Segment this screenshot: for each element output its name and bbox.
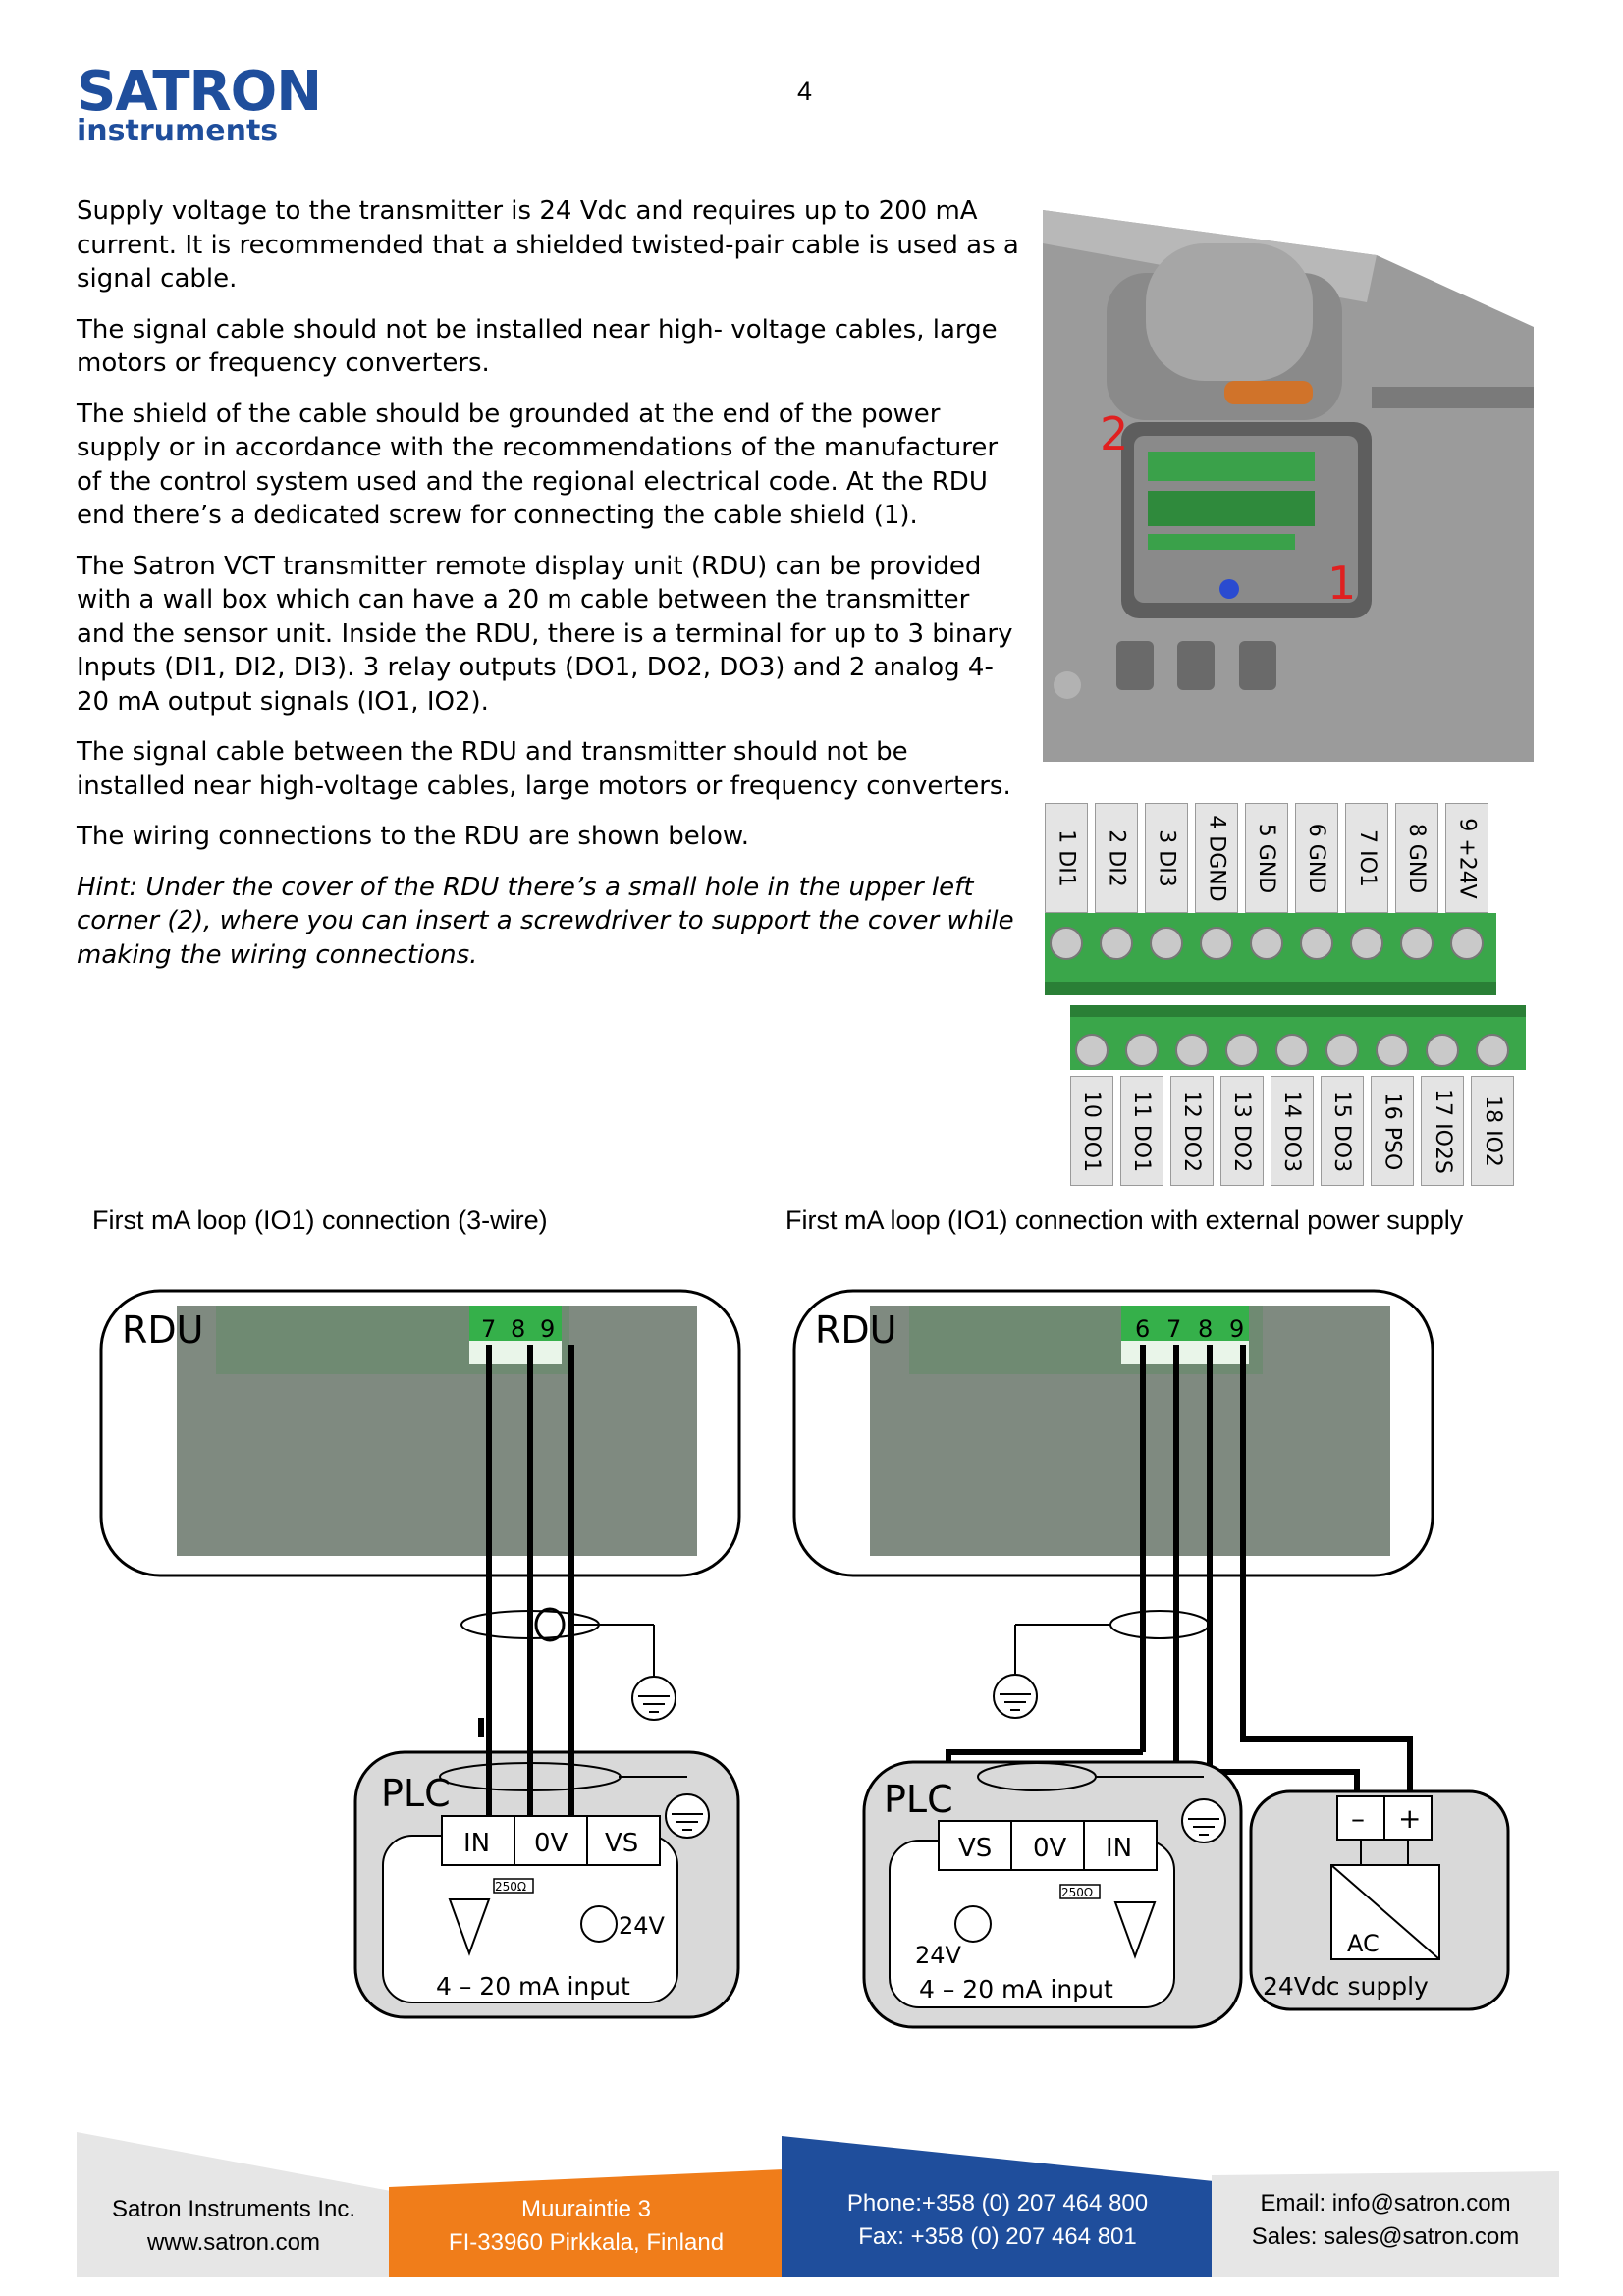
ground-icon xyxy=(993,1674,1038,1719)
terminal-strip-figure: 1 DI1 2 DI2 3 DI3 4 DGND 5 GND 6 GND 7 I… xyxy=(1045,803,1526,1186)
terminal-number: 8 xyxy=(1198,1315,1213,1343)
terminal-blocks xyxy=(1045,913,1526,1070)
terminal-label: 12 DO2 xyxy=(1170,1076,1214,1186)
paragraph: Supply voltage to the transmitter is 24 … xyxy=(77,196,1019,294)
plc-terminal: VS xyxy=(605,1829,638,1858)
resistor-label: 250Ω xyxy=(1061,1886,1093,1899)
terminal-number: 9 xyxy=(1229,1315,1244,1343)
terminal-label: 11 DO1 xyxy=(1120,1076,1163,1186)
plc-label: PLC xyxy=(884,1778,953,1821)
page-number: 4 xyxy=(797,77,813,106)
rdu-label: RDU xyxy=(122,1308,203,1352)
supply-plus: + xyxy=(1398,1802,1421,1835)
ground-icon xyxy=(534,1607,566,1642)
company-logo: SATRON xyxy=(77,60,322,124)
terminal-label: 1 DI1 xyxy=(1045,803,1088,913)
phone-number: Phone:+358 (0) 207 464 800 xyxy=(846,2190,1149,2216)
plc-terminal: VS xyxy=(958,1834,992,1863)
plc-terminal: 0V xyxy=(534,1829,568,1858)
terminal-label: 2 DI2 xyxy=(1095,803,1138,913)
terminal-label: 18 IO2 xyxy=(1471,1076,1514,1186)
terminal-label: 7 IO1 xyxy=(1345,803,1388,913)
terminal-label: 10 DO1 xyxy=(1070,1076,1113,1186)
source-voltage: 24V xyxy=(915,1942,962,1969)
footer: Satron Instruments Inc. www.satron.com M… xyxy=(77,2132,1559,2277)
hint-paragraph: Hint: Under the cover of the RDU there’s… xyxy=(77,872,1014,970)
right-wiring-diagram: 6 7 8 9 RDU PLC VS 0V IN 250Ω 24V 4 – 20… xyxy=(792,1289,1510,2029)
terminal-number: 7 xyxy=(1166,1315,1181,1343)
paragraph: The shield of the cable should be ground… xyxy=(77,399,999,531)
paragraph: The signal cable between the RDU and tra… xyxy=(77,737,1011,801)
company-logo-subtitle: instruments xyxy=(77,114,279,148)
right-diagram-caption: First mA loop (IO1) connection with exte… xyxy=(785,1205,1464,1235)
source-voltage: 24V xyxy=(619,1912,666,1940)
terminal-number: 6 xyxy=(1135,1315,1150,1343)
marker-1: 1 xyxy=(1327,557,1356,610)
terminal-label: 8 GND xyxy=(1395,803,1438,913)
fax-number: Fax: +358 (0) 207 464 801 xyxy=(858,2223,1137,2250)
resistor-label: 250Ω xyxy=(495,1880,526,1894)
terminal-label: 17 IO2S xyxy=(1421,1076,1464,1186)
street-address: Muuraintie 3 xyxy=(520,2196,652,2222)
city-address: FI-33960 Pirkkala, Finland xyxy=(448,2229,725,2256)
input-label: 4 – 20 mA input xyxy=(919,1975,1113,2003)
plc-terminal: IN xyxy=(1106,1834,1132,1863)
rdu-label: RDU xyxy=(815,1308,896,1352)
terminal-label: 9 +24V xyxy=(1445,803,1488,913)
terminal-number: 8 xyxy=(511,1315,525,1343)
terminal-label: 6 GND xyxy=(1295,803,1338,913)
supply-ac: AC xyxy=(1347,1930,1380,1957)
paragraph: The wiring connections to the RDU are sh… xyxy=(77,822,750,851)
ground-icon xyxy=(665,1793,710,1839)
ground-icon xyxy=(631,1676,676,1721)
supply-label: 24Vdc supply xyxy=(1263,1972,1429,2001)
terminal-number: 9 xyxy=(540,1315,555,1343)
terminal-label: 15 DO3 xyxy=(1321,1076,1364,1186)
terminal-label: 4 DGND xyxy=(1195,803,1238,913)
sales-email: Sales: sales@satron.com xyxy=(1251,2223,1520,2250)
terminal-label: 3 DI3 xyxy=(1145,803,1188,913)
supply-minus: – xyxy=(1351,1802,1365,1835)
terminal-label: 16 PSO xyxy=(1371,1076,1414,1186)
terminal-label: 5 GND xyxy=(1245,803,1288,913)
company-name: Satron Instruments Inc. xyxy=(111,2196,356,2222)
plc-terminal: IN xyxy=(463,1829,490,1858)
company-website: www.satron.com xyxy=(146,2229,321,2256)
rdu-photo: 2 1 xyxy=(1043,210,1534,762)
footer-background xyxy=(77,2132,1559,2277)
marker-2: 2 xyxy=(1100,407,1128,460)
plc-terminal: 0V xyxy=(1033,1834,1067,1863)
terminal-number: 7 xyxy=(481,1315,496,1343)
input-label: 4 – 20 mA input xyxy=(436,1972,630,2001)
plc-label: PLC xyxy=(381,1772,451,1815)
terminal-label: 14 DO3 xyxy=(1271,1076,1314,1186)
paragraph: The Satron VCT transmitter remote displa… xyxy=(77,551,1013,717)
left-wiring-diagram: 7 8 9 RDU PLC IN 0V VS 250Ω 24V 4 – 20 m… xyxy=(99,1289,741,2019)
ground-icon xyxy=(1181,1798,1226,1843)
paragraph: The signal cable should not be installed… xyxy=(77,314,998,379)
terminal-label: 13 DO2 xyxy=(1220,1076,1264,1186)
body-text: Supply voltage to the transmitter is 24 … xyxy=(77,194,1019,988)
left-diagram-caption: First mA loop (IO1) connection (3-wire) xyxy=(92,1205,548,1235)
email-address: Email: info@satron.com xyxy=(1260,2190,1511,2216)
